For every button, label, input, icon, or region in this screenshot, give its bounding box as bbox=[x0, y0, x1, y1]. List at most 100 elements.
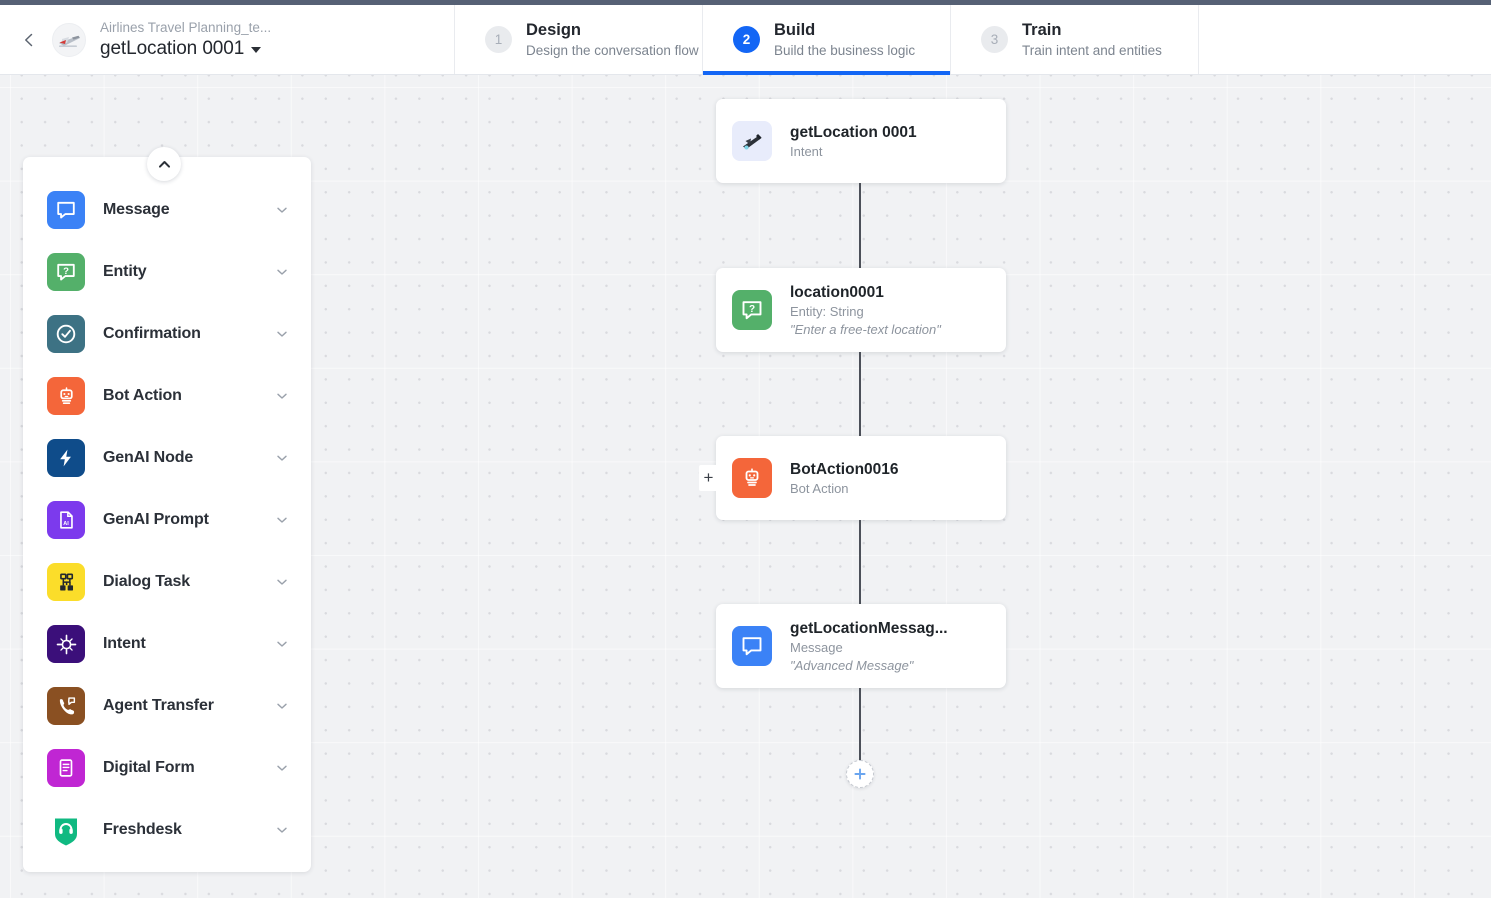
chevron-down-icon[interactable] bbox=[275, 327, 289, 341]
chevron-down-icon[interactable] bbox=[275, 761, 289, 775]
chevron-up-icon bbox=[158, 160, 170, 168]
palette-item-label: Agent Transfer bbox=[103, 697, 214, 714]
palette-item-label: GenAI Prompt bbox=[103, 511, 209, 528]
chevron-down-icon[interactable] bbox=[275, 699, 289, 713]
robot-icon bbox=[47, 377, 85, 415]
connector-line bbox=[859, 352, 861, 497]
flow-graph: getLocation 0001 Intent ? location0001 E… bbox=[0, 75, 1491, 898]
node-palette-panel: Message ? Entity bbox=[23, 157, 311, 872]
add-branch-button[interactable]: + bbox=[699, 465, 718, 491]
flow-node-prompt: "Enter a free-text location" bbox=[790, 321, 941, 337]
flow-node-subtitle: Intent bbox=[790, 143, 823, 159]
entity-question-icon: ? bbox=[47, 253, 85, 291]
palette-item-agent-transfer[interactable]: Agent Transfer bbox=[23, 675, 311, 737]
palette-item-confirmation[interactable]: Confirmation bbox=[23, 303, 311, 365]
wizard-steps: 1 Design Design the conversation flow 2 … bbox=[455, 5, 1199, 75]
step-design-badge: 1 bbox=[485, 26, 512, 53]
palette-item-label: Bot Action bbox=[103, 387, 182, 404]
flow-canvas[interactable]: getLocation 0001 Intent ? location0001 E… bbox=[0, 75, 1491, 898]
flow-node-subtitle: Message bbox=[790, 639, 843, 655]
node-tree-icon bbox=[47, 563, 85, 601]
header-left-section: Airlines Travel Planning_te... getLocati… bbox=[0, 5, 455, 74]
palette-item-label: Confirmation bbox=[103, 325, 201, 342]
palette-item-label: Dialog Task bbox=[103, 573, 190, 590]
airplane-intent-icon bbox=[732, 121, 772, 161]
robot-icon bbox=[732, 458, 772, 498]
flow-node-intent[interactable]: getLocation 0001 Intent bbox=[716, 99, 1006, 183]
flow-node-bot-action[interactable]: + BotAction0016 Bot Action bbox=[699, 436, 1006, 520]
flow-node-message[interactable]: getLocationMessag... Message "Advanced M… bbox=[716, 604, 1006, 688]
connector-line bbox=[859, 688, 861, 760]
svg-text:?: ? bbox=[749, 304, 755, 315]
palette-item-label: Entity bbox=[103, 263, 147, 280]
palette-item-message[interactable]: Message bbox=[23, 179, 311, 241]
ai-document-icon: AI bbox=[47, 501, 85, 539]
page-title-row: getLocation 0001 bbox=[100, 37, 271, 61]
airplane-logo-icon bbox=[59, 35, 80, 47]
palette-item-label: GenAI Node bbox=[103, 449, 194, 466]
plus-icon bbox=[854, 768, 866, 780]
bot-name-label: Airlines Travel Planning_te... bbox=[100, 19, 272, 35]
step-design-label: Design bbox=[526, 21, 582, 39]
chevron-down-icon[interactable] bbox=[275, 451, 289, 465]
message-bubble-icon bbox=[47, 191, 85, 229]
chevron-left-icon bbox=[25, 33, 33, 46]
connector-line bbox=[859, 183, 861, 337]
palette-item-fresh-itsm-solution[interactable]: Fresh ITSM Solution bbox=[23, 861, 311, 872]
palette-item-label: Intent bbox=[103, 635, 146, 652]
palette-item-entity[interactable]: ? Entity bbox=[23, 241, 311, 303]
connector-line bbox=[859, 520, 861, 665]
palette-item-genai-prompt[interactable]: AI GenAI Prompt bbox=[23, 489, 311, 551]
step-design[interactable]: 1 Design Design the conversation flow bbox=[455, 5, 703, 74]
palette-item-genai-node[interactable]: GenAI Node bbox=[23, 427, 311, 489]
palette-item-bot-action[interactable]: Bot Action bbox=[23, 365, 311, 427]
app-header: Airlines Travel Planning_te... getLocati… bbox=[0, 5, 1491, 75]
flow-node-title: getLocationMessag... bbox=[790, 619, 948, 637]
step-train-badge: 3 bbox=[981, 26, 1008, 53]
flow-node-title: BotAction0016 bbox=[790, 460, 899, 478]
bolt-icon bbox=[47, 439, 85, 477]
chevron-down-icon[interactable] bbox=[275, 575, 289, 589]
top-accent-strip bbox=[0, 0, 1491, 5]
step-train[interactable]: 3 Train Train intent and entities bbox=[951, 5, 1199, 74]
chevron-down-icon[interactable] bbox=[275, 637, 289, 651]
chevron-down-icon[interactable] bbox=[275, 265, 289, 279]
flow-node-title: getLocation 0001 bbox=[790, 123, 917, 141]
step-build-desc: Build the business logic bbox=[774, 43, 916, 58]
caret-down-icon[interactable] bbox=[251, 47, 262, 53]
palette-item-freshdesk[interactable]: Freshdesk bbox=[23, 799, 311, 861]
flow-node-prompt: "Advanced Message" bbox=[790, 657, 914, 673]
palette-item-digital-form[interactable]: Digital Form bbox=[23, 737, 311, 799]
step-build-badge: 2 bbox=[733, 26, 760, 53]
check-circle-icon bbox=[47, 315, 85, 353]
target-icon bbox=[47, 625, 85, 663]
palette-item-label: Digital Form bbox=[103, 759, 195, 776]
freshdesk-headset-icon bbox=[51, 813, 81, 847]
chevron-down-icon[interactable] bbox=[275, 389, 289, 403]
form-document-icon bbox=[47, 749, 85, 787]
flow-node-entity[interactable]: ? location0001 Entity: String "Enter a f… bbox=[716, 268, 1006, 352]
flow-node-subtitle: Bot Action bbox=[790, 480, 849, 496]
flow-node-subtitle: Entity: String bbox=[790, 303, 864, 319]
step-build-label: Build bbox=[774, 21, 816, 39]
palette-collapse-button[interactable] bbox=[147, 147, 181, 181]
palette-item-label: Message bbox=[103, 201, 170, 218]
message-bubble-icon bbox=[732, 626, 772, 666]
page-title: getLocation 0001 bbox=[100, 37, 245, 59]
chevron-down-icon[interactable] bbox=[275, 823, 289, 837]
step-build[interactable]: 2 Build Build the business logic bbox=[703, 5, 951, 75]
step-train-desc: Train intent and entities bbox=[1022, 43, 1162, 58]
palette-item-label: Freshdesk bbox=[103, 821, 182, 838]
add-node-button[interactable] bbox=[846, 760, 874, 788]
bot-avatar bbox=[52, 22, 86, 57]
header-titles: Airlines Travel Planning_te... getLocati… bbox=[100, 19, 271, 61]
step-design-desc: Design the conversation flow bbox=[526, 43, 699, 58]
chevron-down-icon[interactable] bbox=[275, 203, 289, 217]
node-palette-list: Message ? Entity bbox=[23, 157, 311, 872]
chevron-down-icon[interactable] bbox=[275, 513, 289, 527]
back-button[interactable] bbox=[14, 25, 44, 55]
palette-item-dialog-task[interactable]: Dialog Task bbox=[23, 551, 311, 613]
palette-item-intent[interactable]: Intent bbox=[23, 613, 311, 675]
svg-text:AI: AI bbox=[63, 521, 69, 527]
phone-chat-icon bbox=[47, 687, 85, 725]
